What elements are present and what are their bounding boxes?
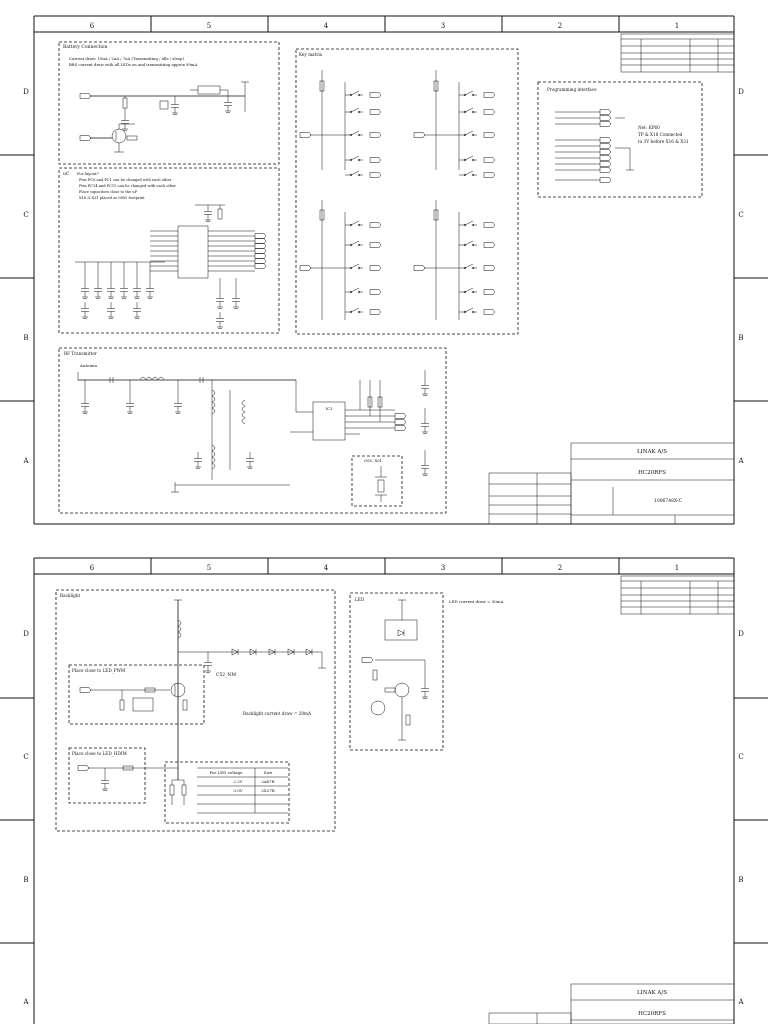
zone-label-3: 3 <box>441 22 445 30</box>
zone-row-A-left: A <box>22 457 29 465</box>
battery-circuit <box>79 81 249 153</box>
zone2-row-C-left: C <box>23 753 28 761</box>
battery-connection-block: Battery Connection Current draw: 18uA / … <box>58 41 280 165</box>
zone2-label-5: 5 <box>207 564 211 572</box>
pwm-box-label: Place close to LED_PWM <box>72 668 126 673</box>
zone2-row-D-left: D <box>23 630 29 638</box>
led-voltage-table: For LED voltage Size 2.2V 2x47R 3.0V 2X2… <box>164 761 290 824</box>
backlight-led-chain <box>174 599 326 780</box>
zone-row-C-left: C <box>23 211 28 219</box>
zone-label-2: 2 <box>558 22 562 30</box>
table-header-size: Size <box>264 770 273 775</box>
sheet-1: 6 5 4 3 2 1 D D C C B B A A <box>0 15 768 525</box>
zone2-label-2: 2 <box>558 564 562 572</box>
led-block: LED LED current draw = 30mA <box>349 592 504 751</box>
zone2-label-4: 4 <box>324 564 329 572</box>
zone-label-5: 5 <box>207 22 211 30</box>
title-block-2: LINAK A/S HC20RFS <box>488 983 735 1024</box>
uc-question: For layout? <box>77 171 99 176</box>
zone-row-B-left: B <box>23 334 28 342</box>
rf-antenna-label: Antenna <box>79 363 98 368</box>
rf-side-caps <box>420 370 430 476</box>
company-name: LINAK A/S <box>637 449 667 455</box>
uc-note-4: X16 & X31 placed as 0805 footprint <box>79 196 145 200</box>
crystal-label: OSC_X01 <box>364 458 382 463</box>
c52-label: C52_NM <box>216 672 236 678</box>
zone2-row-B-right: B <box>738 876 743 884</box>
key-matrix-top-right <box>413 70 496 178</box>
led-circuit <box>361 599 430 741</box>
product-name-2: HC20RFS <box>638 1011 666 1017</box>
zone-row-D-left: D <box>23 88 29 96</box>
revision-table-2 <box>620 575 735 615</box>
table-row-2-voltage: 3.0V <box>233 788 242 793</box>
zone-row-D-right: D <box>738 88 744 96</box>
rf-ic: IC1 <box>290 380 407 441</box>
document-number: 1006748X-C <box>654 498 683 504</box>
rf-matching-network <box>77 372 296 414</box>
microcontroller-block: uC For layout? Pins PC0 and PC1 can be c… <box>58 167 280 334</box>
table-row-2-size: 2X27R <box>261 788 275 793</box>
battery-note-2: BBS current draw with all LEDs on and tr… <box>69 62 197 67</box>
key-matrix-top-left <box>299 70 382 178</box>
hdim-subblock: Place close to LED_HDIM <box>68 747 178 804</box>
uc-note-1: Pins PC0 and PC1 can be changed with eac… <box>79 178 172 182</box>
programming-title: Programming interface <box>547 87 597 92</box>
backlight-block: Backlight C52_NM Backlight current draw … <box>55 589 336 832</box>
programming-pads <box>555 111 634 181</box>
crystal-oscillator: OSC_X01 <box>351 455 403 507</box>
rf-ic-label: IC1 <box>326 406 333 411</box>
led-current-note: LED current draw = 30mA <box>449 599 504 604</box>
zone-row-C-right: C <box>738 211 743 219</box>
led-block-title: LED <box>355 597 365 602</box>
backlight-current-note: Backlight current draw = 20mA <box>243 711 312 716</box>
zone2-row-B-left: B <box>23 876 28 884</box>
programming-note-2: TP & X18 Connected <box>638 132 683 137</box>
key-matrix-bottom-right <box>413 200 496 320</box>
zone-label-1: 1 <box>675 22 679 30</box>
key-matrix-block: Key matrix <box>295 48 519 335</box>
zone-row-A-right: A <box>737 457 744 465</box>
programming-note-3: to 3V before X16 & X31 <box>638 139 689 144</box>
table-row-1-voltage: 2.2V <box>233 779 242 784</box>
uc-chip <box>150 204 267 279</box>
table-header-voltage: For LED voltage <box>209 770 243 775</box>
programming-interface-block: Programming interface Net: KP60 TP & X18… <box>537 81 703 198</box>
battery-block-title: Battery Connection <box>63 44 107 50</box>
zone2-row-C-right: C <box>738 753 743 761</box>
rf-tank-circuit <box>171 380 290 493</box>
title-block-1: LINAK A/S HC20RFS 1006748X-C <box>488 442 735 525</box>
zone-label-4: 4 <box>324 22 329 30</box>
uc-note-3: Place capacitors close to the uP <box>79 190 138 194</box>
product-name: HC20RFS <box>638 470 666 476</box>
key-matrix-title: Key matrix <box>299 52 323 57</box>
zone-dividers-top <box>150 16 620 32</box>
uc-block-title: uC <box>63 171 70 177</box>
zone-row-B-right: B <box>738 334 743 342</box>
programming-note-1: Net: KP60 <box>638 125 660 130</box>
zone2-label-1: 1 <box>675 564 679 572</box>
battery-note-1: Current draw: 18uA / 2uA / 7uA (Transmit… <box>69 56 184 61</box>
table-row-1-size: 2x47R <box>262 779 276 784</box>
revision-table <box>620 33 735 73</box>
pwm-subblock: Place close to LED_PWM <box>68 664 205 725</box>
zone2-row-A-right: A <box>737 998 744 1006</box>
rf-title: RF Transmitter <box>64 351 97 356</box>
zone-label-6: 6 <box>90 22 95 30</box>
rf-transmitter-block: RF Transmitter Antenna <box>58 347 447 514</box>
zone2-label-6: 6 <box>90 564 95 572</box>
uc-decoupling-caps <box>75 261 241 329</box>
key-matrix-bottom-left <box>299 200 382 320</box>
backlight-title: Backlight <box>60 593 81 598</box>
hdim-box-label: Place close to LED_HDIM <box>72 751 127 756</box>
company-name-2: LINAK A/S <box>637 990 667 996</box>
uc-note-2: Pins PC14 and PC15 can be changed with e… <box>79 184 176 188</box>
zone2-row-D-right: D <box>738 630 744 638</box>
zone2-label-3: 3 <box>441 564 445 572</box>
sheet-2: 6 5 4 3 2 1 D D C C B B A A Backlight <box>0 557 768 1024</box>
zone2-row-A-left: A <box>22 998 29 1006</box>
